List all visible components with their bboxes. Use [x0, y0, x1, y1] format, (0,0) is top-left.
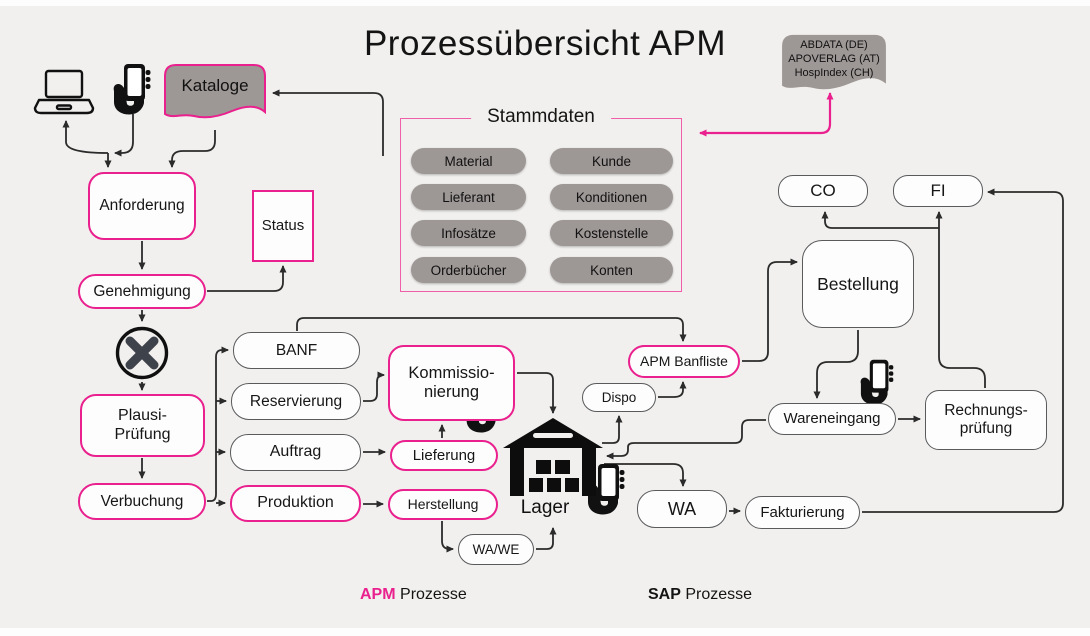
stammdaten-item: Konditionen	[550, 184, 673, 210]
edge-into-kataloge	[272, 89, 384, 156]
node-verbuchung: Verbuchung	[78, 483, 206, 520]
top-margin	[0, 0, 1090, 6]
stammdaten-item: Lieferant	[411, 184, 526, 210]
stammdaten-item: Material	[411, 148, 526, 174]
edge-wawe-lager	[536, 527, 557, 550]
node-rechnungspruefung: Rechnungs- prüfung	[925, 390, 1047, 450]
kataloge-document: Kataloge	[163, 62, 267, 128]
legend-apm-label: Prozesse	[400, 586, 467, 603]
node-produktion: Produktion	[230, 485, 361, 522]
external-source-line: APOVERLAG (AT)	[788, 53, 880, 65]
node-anforderung: Anforderung	[88, 172, 196, 240]
wavy-document-shape	[782, 34, 886, 90]
edge-from-phone	[114, 114, 134, 157]
node-co: CO	[778, 175, 868, 207]
warehouse-icon	[503, 418, 603, 496]
legend-sap-label: Prozesse	[685, 586, 753, 603]
edge-to-laptop	[62, 120, 109, 154]
wavy-document-shape	[164, 64, 266, 119]
node-rechnungspruefung-line1: Rechnungs-	[944, 402, 1028, 420]
external-source-line: HospIndex (CH)	[794, 67, 874, 79]
stammdaten-item: Konten	[550, 257, 673, 283]
phone-in-hand-icon	[113, 64, 151, 115]
kataloge-label: Kataloge	[181, 76, 249, 95]
node-status: Status	[252, 190, 314, 262]
stammdaten-item: Kostenstelle	[550, 220, 673, 246]
edge-lager-dispo	[602, 415, 623, 444]
node-bestellung: Bestellung	[802, 240, 914, 328]
node-dispo: Dispo	[582, 383, 656, 412]
stammdaten-item: Kunde	[550, 148, 673, 174]
legend-apm-term: APM	[360, 586, 396, 603]
node-kommissionierung-line2: nierung	[423, 383, 480, 401]
node-kommissionierung-line1: Kommissio-	[408, 364, 495, 383]
edge-genehmigung-status	[207, 265, 287, 292]
node-plausi-pruefung: Plausi- Prüfung	[80, 394, 205, 457]
stammdaten-group: Stammdaten Material Kunde Lieferant Kond…	[400, 106, 682, 292]
laptop-icon	[33, 69, 95, 115]
node-reservierung: Reservierung	[231, 383, 361, 420]
node-banf: BANF	[233, 332, 360, 369]
legend-sap: SAP Prozesse	[648, 586, 752, 604]
edge-kataloge-to-anforderung	[168, 130, 216, 168]
node-plausi-line2: Prüfung	[114, 425, 171, 443]
legend-sap-term: SAP	[648, 586, 681, 603]
edge-wareneingang-lager	[606, 419, 766, 460]
stammdaten-title: Stammdaten	[471, 106, 611, 128]
node-fakturierung: Fakturierung	[745, 496, 860, 529]
node-wareneingang: Wareneingang	[768, 403, 896, 435]
node-wa-we: WA/WE	[458, 534, 534, 565]
node-wa: WA	[637, 490, 727, 528]
node-rechnungspruefung-line2: prüfung	[959, 420, 1013, 437]
edge-verbuchung-banf	[207, 346, 229, 502]
edge-kommissionierung-lager	[517, 372, 557, 414]
stammdaten-item: Orderbücher	[411, 257, 526, 283]
x-gateway-icon	[115, 326, 169, 380]
page-title: Prozessübersicht APM	[363, 24, 727, 63]
legend-apm: APM Prozesse	[360, 586, 467, 604]
lager-label: Lager	[520, 497, 570, 518]
node-plausi-line1: Plausi-	[118, 407, 167, 425]
edge-rechnungspruefung-fi	[935, 211, 986, 388]
stammdaten-item: Infosätze	[411, 220, 526, 246]
edge-bestellung-wareneingang	[813, 330, 859, 399]
edge-banfliste-bestellung	[742, 258, 798, 362]
edge-branch-co	[821, 211, 939, 229]
external-sources-document: ABDATA (DE) APOVERLAG (AT) HospIndex (CH…	[780, 30, 888, 102]
node-lieferung: Lieferung	[390, 440, 498, 471]
node-fi: FI	[893, 175, 983, 207]
node-apm-banfliste: APM Banfliste	[628, 345, 740, 378]
bottom-margin	[0, 628, 1090, 636]
node-kommissionierung: Kommissio- nierung	[388, 345, 515, 421]
edge-reservierung-kommissionierung	[363, 371, 385, 402]
edge-dispo-banfliste	[658, 381, 687, 398]
node-auftrag: Auftrag	[230, 434, 361, 471]
node-genehmigung: Genehmigung	[78, 274, 206, 309]
edge-herstellung-wawe	[441, 521, 454, 553]
node-herstellung: Herstellung	[388, 489, 498, 520]
external-source-line: ABDATA (DE)	[800, 39, 868, 51]
phone-in-hand-icon	[860, 359, 894, 405]
